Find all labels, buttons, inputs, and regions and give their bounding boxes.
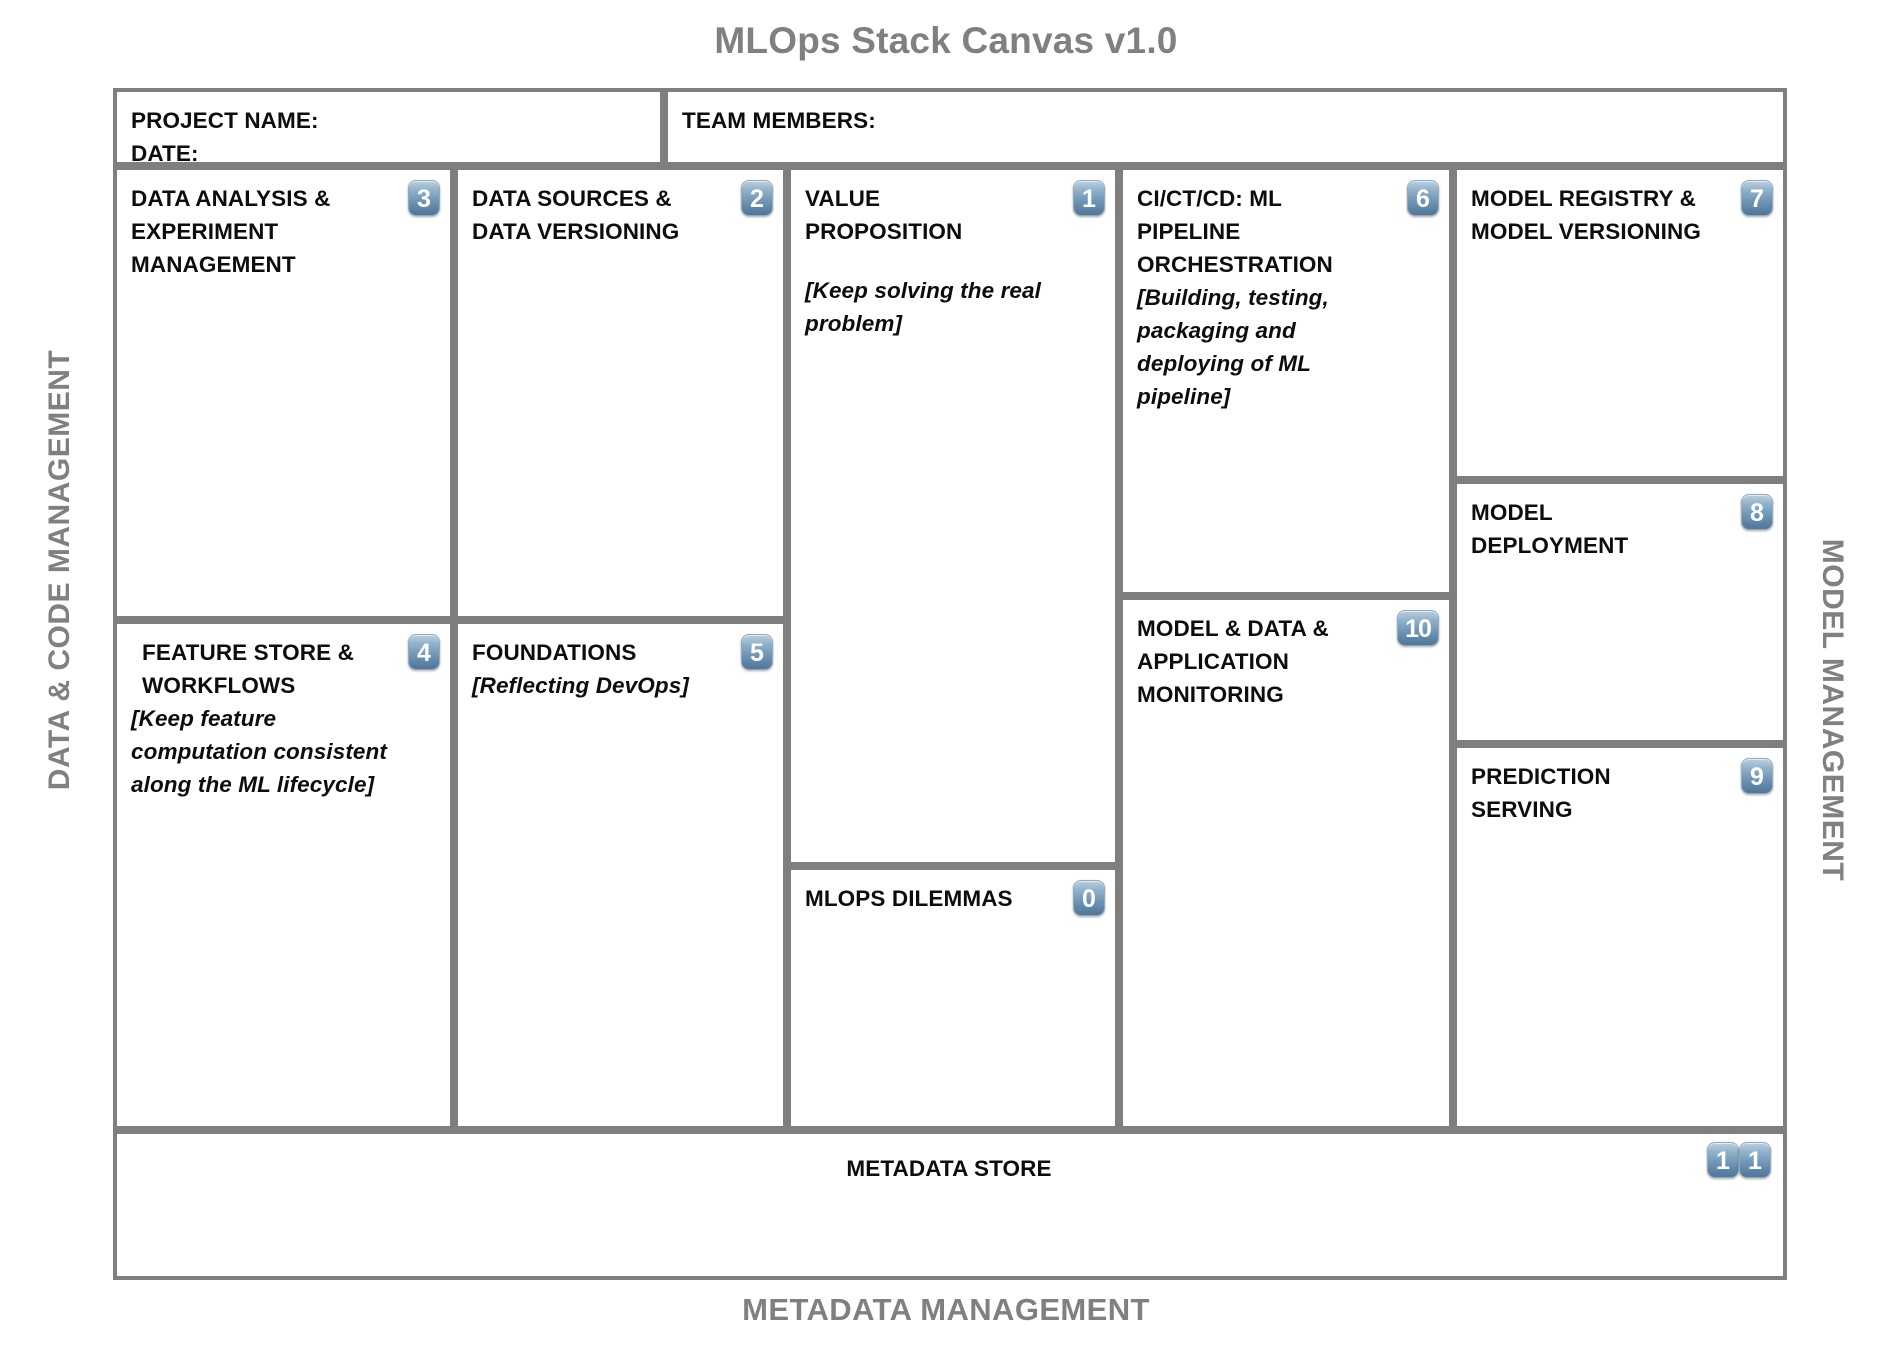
team-members-label: TEAM MEMBERS: [682,108,876,133]
date-label: DATE: [131,141,199,166]
badge-number: 6 [1416,185,1430,213]
card-hint: [Reflecting DevOps] [472,673,689,698]
card-foundations[interactable]: 5 FOUNDATIONS [Reflecting DevOps] [454,620,787,1130]
badge-10: 10 [1397,610,1439,646]
badge-number: 2 [750,185,764,213]
badge-8: 8 [1741,494,1773,530]
mlops-canvas-grid: PROJECT NAME: DATE: TEAM MEMBERS: 3 DATA… [113,88,1787,1280]
card-hint: [Keep feature computation consistent alo… [131,706,387,797]
badge-11: 1 1 [1707,1142,1771,1178]
card-cicd-ml-pipeline-orchestration[interactable]: 6 CI/CT/CD: ML PIPELINE ORCHESTRATION [B… [1119,166,1453,596]
badge-number: 4 [417,639,431,667]
badge-4: 4 [408,634,440,670]
card-metadata-store[interactable]: 1 1 METADATA STORE [113,1130,1787,1280]
badge-number: 1 [1716,1147,1730,1175]
card-title: MODEL REGISTRY & MODEL VERSIONING [1471,186,1701,244]
badge-0: 0 [1073,880,1105,916]
card-title: MODEL & DATA & APPLICATION MONITORING [1137,616,1329,707]
card-data-sources-data-versioning[interactable]: 2 DATA SOURCES & DATA VERSIONING [454,166,787,620]
card-hint: [Keep solving the real problem] [805,278,1042,336]
card-title: PREDICTION SERVING [1471,764,1611,822]
card-title: VALUE PROPOSITION [805,186,963,244]
card-title: DATA SOURCES & DATA VERSIONING [472,186,680,244]
card-model-registry-model-versioning[interactable]: 7 MODEL REGISTRY & MODEL VERSIONING [1453,166,1787,480]
card-title: DATA ANALYSIS & EXPERIMENT MANAGEMENT [131,186,331,277]
card-title: MLOPS DILEMMAS [805,886,1013,911]
page-title: MLOps Stack Canvas v1.0 [714,20,1178,61]
badge-number: 1 [1748,1147,1762,1175]
badge-9: 9 [1741,758,1773,794]
badge-number: 10 [1405,615,1432,643]
badge-3: 3 [408,180,440,216]
badge-number: 1 [1082,185,1096,213]
badge-6: 6 [1407,180,1439,216]
badge-number: 9 [1750,763,1764,791]
card-model-data-application-monitoring[interactable]: 10 MODEL & DATA & APPLICATION MONITORING [1119,596,1453,1130]
team-members-cell[interactable]: TEAM MEMBERS: [664,88,1787,166]
card-feature-store-workflows[interactable]: 4 FEATURE STORE & WORKFLOWS [Keep featur… [113,620,454,1130]
card-model-deployment[interactable]: 8 MODEL DEPLOYMENT [1453,480,1787,744]
badge-number: 3 [417,185,431,213]
badge-1: 1 [1073,180,1105,216]
badge-number: 5 [750,639,764,667]
badge-2: 2 [741,180,773,216]
side-label-model-management: MODEL MANAGEMENT [1816,538,1849,882]
card-value-proposition[interactable]: 1 VALUE PROPOSITION [Keep solving the re… [787,166,1119,866]
card-title: FOUNDATIONS [472,640,637,665]
badge-number: 7 [1750,185,1764,213]
card-prediction-serving[interactable]: 9 PREDICTION SERVING [1453,744,1787,1130]
card-title: METADATA STORE [846,1156,1052,1181]
card-title: CI/CT/CD: ML PIPELINE ORCHESTRATION [1137,186,1333,277]
card-title: MODEL DEPLOYMENT [1471,500,1629,558]
badge-7: 7 [1741,180,1773,216]
project-name-label: PROJECT NAME: [131,108,319,133]
badge-number: 8 [1750,499,1764,527]
footer-label-metadata-management: METADATA MANAGEMENT [742,1292,1150,1327]
project-info-cell[interactable]: PROJECT NAME: DATE: [113,88,664,166]
card-data-analysis-experiment-management[interactable]: 3 DATA ANALYSIS & EXPERIMENT MANAGEMENT [113,166,454,620]
badge-5: 5 [741,634,773,670]
badge-number: 0 [1082,885,1096,913]
side-label-data-code-management: DATA & CODE MANAGEMENT [43,349,76,791]
card-hint: [Building, testing, packaging and deploy… [1137,285,1329,409]
card-title: FEATURE STORE & WORKFLOWS [142,640,354,698]
card-mlops-dilemmas[interactable]: 0 MLOPS DILEMMAS [787,866,1119,1130]
